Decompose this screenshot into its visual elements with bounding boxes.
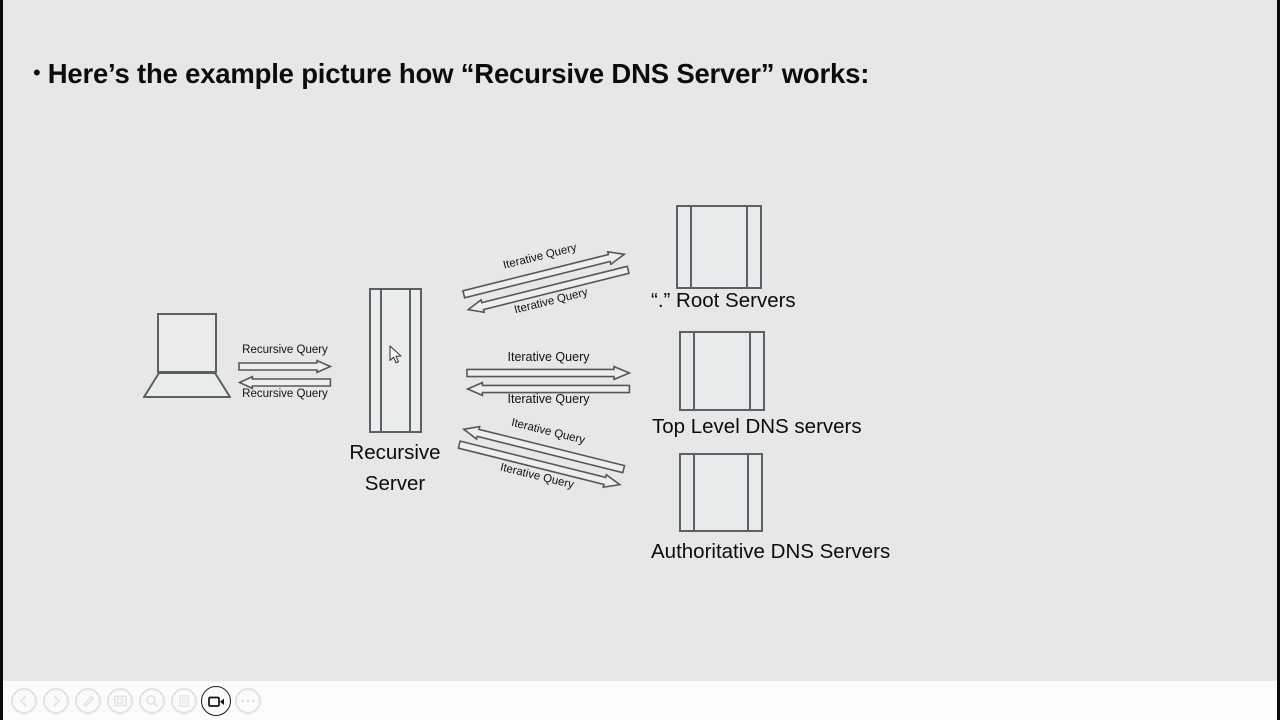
arrow-right-block [457,440,622,489]
recursive-server-label: Recursive Server [325,437,465,499]
flow-client-to-recursive: Recursive Query Recursive Query [237,344,333,402]
recursive-server-label-line1: Recursive [349,441,441,464]
next-button[interactable] [41,686,71,716]
player-toolbar-band [3,681,1277,720]
arrow-left-block [465,381,631,397]
button-ring [171,688,197,714]
flow-recursive-to-tld: Iterative Query Iterative Query [465,350,632,406]
server-box-line-right [746,207,748,287]
arrow-left-block [461,425,626,474]
slide-canvas: • Here’s the example picture how “Recurs… [3,0,1277,720]
server-box-line-left [693,455,695,530]
arrow-right-block [461,250,627,299]
flow-recursive-to-root: Iterative Query Iterative Query [458,231,634,331]
tld-servers-label: Top Level DNS servers [652,415,862,438]
server-box-line-left [690,207,692,287]
dns-resolution-diagram: Recursive Server “.” Root Servers Top Le… [3,0,1277,720]
arrow-right-block [238,359,333,374]
root-servers-label: “.” Root Servers [651,289,796,312]
server-box-line-right [749,333,751,409]
notes-button[interactable] [169,686,199,716]
tld-servers-icon [679,331,765,411]
zoom-button[interactable] [137,686,167,716]
page-title: Here’s the example picture how “Recursiv… [47,58,870,89]
bullet-icon: • [33,60,41,85]
laptop-screen [157,313,217,373]
authoritative-servers-icon [679,453,763,532]
more-options-button[interactable] [233,686,263,716]
record-button[interactable] [201,686,231,716]
button-ring [139,688,165,714]
display-options-button[interactable] [105,686,135,716]
recursive-server-label-line2: Server [364,472,426,496]
client-laptop-icon [143,313,231,399]
flow-label-above: Recursive Query [242,344,328,356]
arrow-right-block [466,365,632,381]
tower-left-panel [380,290,382,431]
arrow-left-block [237,375,332,390]
arrow-left-block [466,265,630,314]
flow-recursive-to-authoritative: Iterative Query Iterative Query [454,406,630,506]
server-box-line-left [693,333,695,409]
previous-button[interactable] [9,686,39,716]
mouse-cursor [389,345,402,364]
video-camera-icon [207,696,224,707]
server-box-line-right [747,455,749,530]
pointer-tool-button[interactable] [73,686,103,716]
button-ring [107,688,133,714]
authoritative-servers-label: Authoritative DNS Servers [651,540,891,563]
player-toolbar[interactable] [9,686,263,716]
tower-right-panel [409,290,411,431]
slide-title-bullet-line: • Here’s the example picture how “Recurs… [33,58,869,90]
root-servers-icon [676,205,762,289]
button-ring [75,688,101,714]
button-ring [11,688,37,714]
flow-label-below: Iterative Query [507,392,590,406]
flow-label-below: Recursive Query [242,388,328,400]
button-ring [43,688,69,714]
laptop-base [143,372,231,398]
button-ring [235,688,261,714]
flow-label-above: Iterative Query [507,350,590,364]
